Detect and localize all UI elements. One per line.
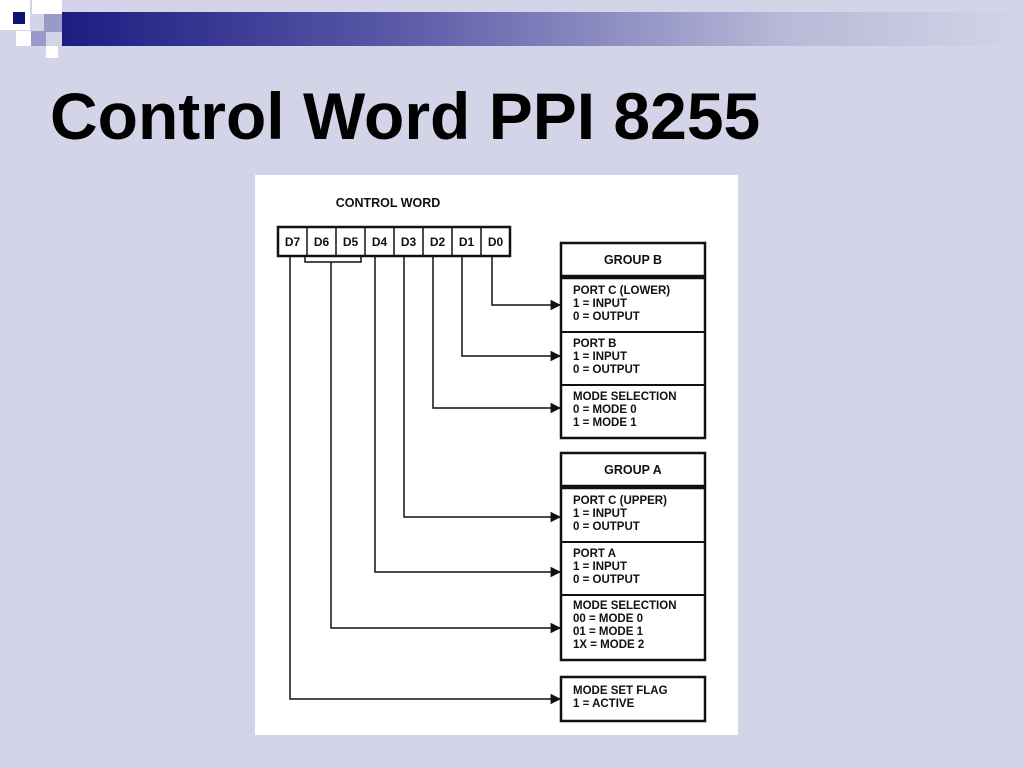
port-c-upper-output: 0 = OUTPUT [573,521,640,533]
group-a-mode-2: 1X = MODE 2 [573,639,644,651]
control-word-diagram-svg: CONTROL WORD D7 D6 D5 D4 D3 D2 D1 D0 [276,196,707,723]
bit-d3: D3 [401,235,417,249]
slide-decoration [0,0,1024,58]
group-a-header: GROUP A [604,463,662,477]
group-a-mode-title: MODE SELECTION [573,600,677,612]
d1-connector [461,256,562,362]
port-a-input: 1 = INPUT [573,561,627,573]
port-c-lower-title: PORT C (LOWER) [573,285,670,297]
group-b-mode-1: 1 = MODE 1 [573,417,637,429]
d4-connector [374,256,562,578]
bit-d6: D6 [314,235,330,249]
deco-square [16,31,31,46]
bit-d5: D5 [343,235,359,249]
port-a-title: PORT A [573,548,616,560]
slide-title: Control Word PPI 8255 [50,79,761,153]
bit-d2: D2 [430,235,446,249]
title-gradient-bar [62,12,1024,46]
port-b-title: PORT B [573,338,616,350]
port-b-input: 1 = INPUT [573,351,627,363]
deco-square [13,12,25,24]
deco-square [44,14,62,32]
group-a-panel: GROUP A PORT C (UPPER) 1 = INPUT 0 = OUT… [559,451,707,662]
port-c-lower-input: 1 = INPUT [573,298,627,310]
group-a-mode-1: 01 = MODE 1 [573,626,644,638]
deco-square [32,0,62,14]
d7-connector [289,256,562,705]
mode-set-flag-panel: MODE SET FLAG 1 = ACTIVE [559,675,707,723]
group-a-mode-0: 00 = MODE 0 [573,613,643,625]
d3-connector [403,256,562,523]
deco-square [46,46,58,58]
bit-d0: D0 [488,235,504,249]
mode-set-flag-active: 1 = ACTIVE [573,698,635,710]
bit-register: D7 D6 D5 D4 D3 D2 D1 D0 [276,225,512,258]
port-c-upper-title: PORT C (UPPER) [573,495,667,507]
port-c-lower-output: 0 = OUTPUT [573,311,640,323]
port-a-output: 0 = OUTPUT [573,574,640,586]
group-b-mode-title: MODE SELECTION [573,391,677,403]
deco-square [31,31,46,46]
mode-set-flag-title: MODE SET FLAG [573,685,668,697]
bit-d1: D1 [459,235,475,249]
port-b-output: 0 = OUTPUT [573,364,640,376]
control-word-heading: CONTROL WORD [336,196,441,210]
group-b-panel: GROUP B PORT C (LOWER) 1 = INPUT 0 = OUT… [559,241,707,440]
control-word-diagram: CONTROL WORD D7 D6 D5 D4 D3 D2 D1 D0 [255,175,738,735]
bit-d7: D7 [285,235,301,249]
group-b-mode-0: 0 = MODE 0 [573,404,637,416]
bit-d4: D4 [372,235,388,249]
d0-connector [491,256,562,311]
group-b-header: GROUP B [604,253,662,267]
d6-d5-connector [330,262,562,634]
port-c-upper-input: 1 = INPUT [573,508,627,520]
d6-d5-bracket [304,256,362,263]
d2-connector [432,256,562,414]
